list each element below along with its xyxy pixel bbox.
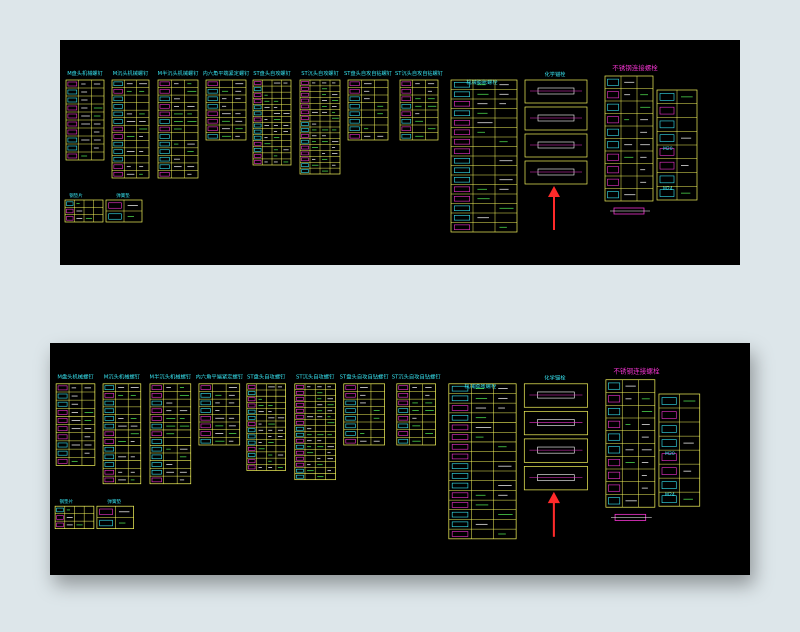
block-title: ST盘头自攻自钻螺钉 (340, 373, 390, 381)
size-label: M20 (663, 146, 673, 152)
screw-table (205, 79, 247, 141)
bolt-side-view (610, 207, 650, 215)
screw-table (65, 79, 105, 161)
stainless-bolt-table-b (658, 393, 701, 507)
block-title: ST沉头自攻螺钉 (301, 69, 339, 77)
block-title: 钢垫片 (69, 192, 83, 199)
size-label: M24 (663, 186, 673, 192)
screw-table (157, 79, 199, 179)
expansion-bolt-table (450, 79, 518, 233)
screw-table (102, 383, 142, 485)
screw-table (55, 383, 96, 466)
block-title: 不锈钢连接螺栓 (613, 367, 660, 376)
block-title: 化学锚栓 (544, 374, 566, 382)
block-title: 化学锚栓 (545, 70, 567, 78)
screw-table (294, 383, 336, 481)
stainless-bolt-table-a (605, 379, 656, 508)
cad-sheet-bottom: M盘头机械螺钉 M沉头机械螺钉 M半沉头机械螺钉内六角平端紧定螺钉 ST盘头自攻螺钉 S… (50, 343, 750, 575)
block-title: ST盘头自攻自钻螺钉 (344, 69, 392, 77)
block-title: 弹簧垫 (116, 192, 130, 199)
block-title: M沉头机械螺钉 (104, 373, 141, 381)
block-title: ST沉头自攻自钻螺钉 (392, 373, 442, 381)
washer-table (64, 199, 104, 223)
block-title: ST盘头自攻螺钉 (247, 373, 286, 381)
spring-washer-table (96, 505, 134, 529)
block-title: 机械膨胀螺栓 (465, 382, 497, 390)
stainless-bolt-table-a (604, 75, 654, 202)
washer-table (54, 505, 95, 529)
size-label: M20 (665, 451, 675, 457)
bolt-side-view (610, 513, 652, 521)
screw-table (396, 383, 436, 446)
block-title: M盘头机械螺钉 (67, 69, 103, 77)
screw-table (246, 383, 286, 471)
screw-table (343, 383, 385, 446)
block-title: ST盘头自攻螺钉 (253, 69, 291, 77)
cad-drawing-bottom: M盘头机械螺钉 M沉头机械螺钉 M半沉头机械螺钉内六角平端紧定螺钉 ST盘头自攻螺钉 S… (54, 367, 701, 540)
red-arrow-icon (548, 186, 560, 230)
chemical-anchor-panels (523, 383, 588, 491)
block-title: M半沉头机械螺钉 (158, 69, 199, 77)
expansion-bolt-table (448, 383, 517, 540)
block-title: 不锈钢连接螺栓 (612, 63, 658, 72)
screw-table (399, 79, 439, 141)
screw-table (299, 79, 341, 175)
block-title: 内六角平端紧定螺钉 (195, 373, 243, 381)
block-title: M沉头机械螺钉 (113, 69, 149, 77)
block-title: ST沉头自攻螺钉 (296, 373, 335, 381)
stainless-bolt-table-b (656, 89, 698, 201)
size-label: M24 (665, 492, 675, 498)
screw-table (347, 79, 389, 141)
screw-table (198, 383, 241, 446)
block-title: 内六角平端紧定螺钉 (203, 69, 250, 77)
block-title: M盘头机械螺钉 (57, 373, 94, 381)
block-title: 钢垫片 (59, 498, 73, 505)
screw-table (111, 79, 150, 179)
red-arrow-icon (547, 491, 560, 537)
screw-table (252, 79, 292, 166)
block-title: M半沉头机械螺钉 (150, 373, 192, 381)
chemical-anchor-panels (524, 79, 588, 185)
block-title: ST沉头自攻自钻螺钉 (395, 69, 443, 77)
spring-washer-table (105, 199, 143, 223)
screw-table (149, 383, 192, 485)
block-title: 机械膨胀螺栓 (466, 78, 498, 86)
block-title: 弹簧垫 (107, 498, 121, 505)
